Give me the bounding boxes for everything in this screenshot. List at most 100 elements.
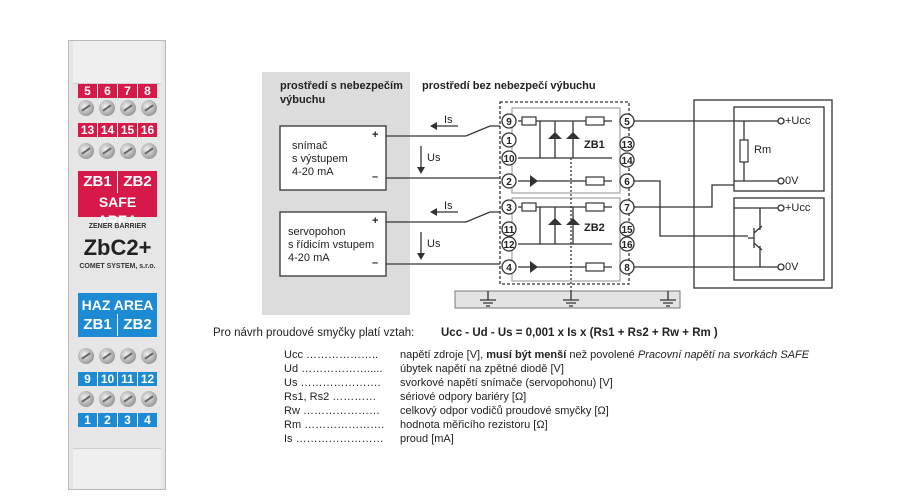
is-label-2: Is	[444, 200, 453, 212]
sensor-plus: +	[372, 129, 379, 141]
terminal-number: 6	[98, 84, 118, 98]
safe-equipment-box	[693, 99, 833, 289]
screw-icon	[99, 391, 115, 407]
safe-area-text: SAFE AREA	[97, 194, 138, 228]
terminal-label: 14	[621, 156, 633, 167]
resistor-icon	[585, 116, 605, 126]
terminal-numbers-13-16: 13 14 15 16	[78, 123, 157, 137]
zero-v-label-2: 0V	[785, 261, 799, 273]
terminal-number: 5	[78, 84, 98, 98]
zero-v-label-1: 0V	[785, 175, 799, 187]
zener-barrier-text: ZENER BARRIER	[88, 223, 147, 230]
legend-text: úbytek napětí na zpětné diodě [V]	[400, 363, 564, 375]
haz-area-text: HAZ AREA	[81, 297, 154, 313]
terminal-circle	[501, 221, 517, 237]
legend-italic: Pracovní napětí na svorkách SAFE	[637, 349, 810, 361]
servo-label-3: 4-20 mA	[288, 252, 330, 264]
arrow-head-icon	[430, 122, 437, 130]
legend-row: Rw …………………celkový odpor vodičů proudové …	[284, 404, 809, 418]
terminal-label: 3	[506, 203, 512, 214]
terminal-label: 8	[624, 263, 630, 274]
ucc-label-2: +Ucc	[785, 202, 811, 214]
terminal-number: 14	[98, 123, 118, 137]
zener-diode-icon	[548, 132, 562, 139]
terminal-label: 7	[624, 203, 630, 214]
control-circuit	[733, 197, 825, 281]
servo-label-2: s řídicím vstupem	[288, 239, 375, 251]
symbol-legend: Ucc ……………….. napětí zdroje [V], musí být…	[284, 348, 809, 446]
screw-icon	[120, 348, 136, 364]
ucc-terminal	[777, 204, 785, 212]
resistor-icon	[521, 202, 537, 212]
safe-zb1: ZB1	[78, 171, 118, 193]
legend-text: proud [mA]	[400, 433, 454, 445]
terminal-circle	[619, 136, 635, 152]
sensor-minus: –	[372, 171, 379, 183]
haz-zb1: ZB1	[78, 314, 118, 336]
screw-icon	[99, 348, 115, 364]
legend-row: Rs1, Rs2 ………… sériové odpory bariéry [Ω]	[284, 390, 809, 404]
terminal-numbers-1-4: 1 2 3 4	[78, 413, 157, 427]
legend-text: hodnota měřicího rezistoru [Ω]	[400, 419, 548, 431]
wire-6	[634, 180, 694, 237]
terminal-number: 4	[144, 413, 151, 427]
zener-diode-icon	[566, 218, 580, 225]
hazard-title-2: výbuchu	[280, 94, 326, 106]
terminal-circle	[619, 113, 635, 129]
terminal-label: 6	[624, 177, 630, 188]
screw-icon	[78, 100, 94, 116]
terminal-circle	[501, 150, 517, 166]
terminal-label: 2	[506, 177, 512, 188]
terminal-circle	[619, 173, 635, 189]
safe-title: prostředí bez nebezpečí výbuchu	[422, 80, 596, 92]
terminal-number: 3	[118, 413, 138, 427]
terminal-circle	[501, 132, 517, 148]
transistor-symbol	[748, 208, 763, 267]
zb1-label: ZB1	[584, 139, 605, 151]
terminal-circle	[619, 152, 635, 168]
screw-icon	[141, 100, 157, 116]
legend-text: svorkové napětí snímače (servopohonu) [V…	[400, 377, 613, 389]
arrow-head-icon	[417, 253, 425, 260]
legend-key: Rw …………………	[284, 405, 380, 417]
wire-servo-plus	[386, 211, 500, 223]
ground-icon	[563, 291, 579, 307]
screw-icon	[99, 100, 115, 116]
resistor-icon	[521, 116, 537, 126]
legend-key: Rs1, Rs2 …………	[284, 391, 377, 403]
resistor-icon	[585, 202, 605, 212]
ucc-terminal	[777, 117, 785, 125]
legend-text: sériové odpory bariéry [Ω]	[400, 391, 527, 403]
terminal-circle	[619, 199, 635, 215]
diode-icon	[530, 175, 538, 187]
terminal-number: 16	[140, 123, 155, 137]
legend-key: Rm ………………….	[284, 419, 385, 431]
terminal-label: 11	[504, 225, 515, 236]
terminal-circle	[619, 259, 635, 275]
terminal-number: 10	[98, 372, 118, 386]
terminal-number: 1	[78, 413, 98, 427]
terminal-number: 15	[118, 123, 138, 137]
terminal-label: 5	[624, 117, 630, 128]
screw-icon	[141, 143, 157, 159]
formula-equation: Ucc - Ud - Us = 0,001 x Is x (Rs1 + Rs2 …	[441, 327, 718, 339]
terminal-label: 4	[506, 263, 512, 274]
measuring-circuit	[733, 106, 825, 192]
terminal-label: 16	[621, 240, 633, 251]
sensor-label-1: snímač	[292, 140, 328, 152]
terminal-number: 12	[140, 372, 155, 386]
servo-plus: +	[372, 215, 379, 227]
terminal-circle	[501, 259, 517, 275]
zener-diode-icon	[566, 132, 580, 139]
screw-row-4	[78, 391, 157, 407]
zener-diode-icon	[548, 218, 562, 225]
terminal-number: 2	[98, 413, 118, 427]
screw-icon	[78, 143, 94, 159]
formula-intro: Pro návrh proudové smyčky platí vztah:	[213, 327, 415, 339]
arrow-head-icon	[417, 167, 425, 174]
terminal-number: 9	[78, 372, 98, 386]
hazard-area-zone	[262, 72, 410, 315]
